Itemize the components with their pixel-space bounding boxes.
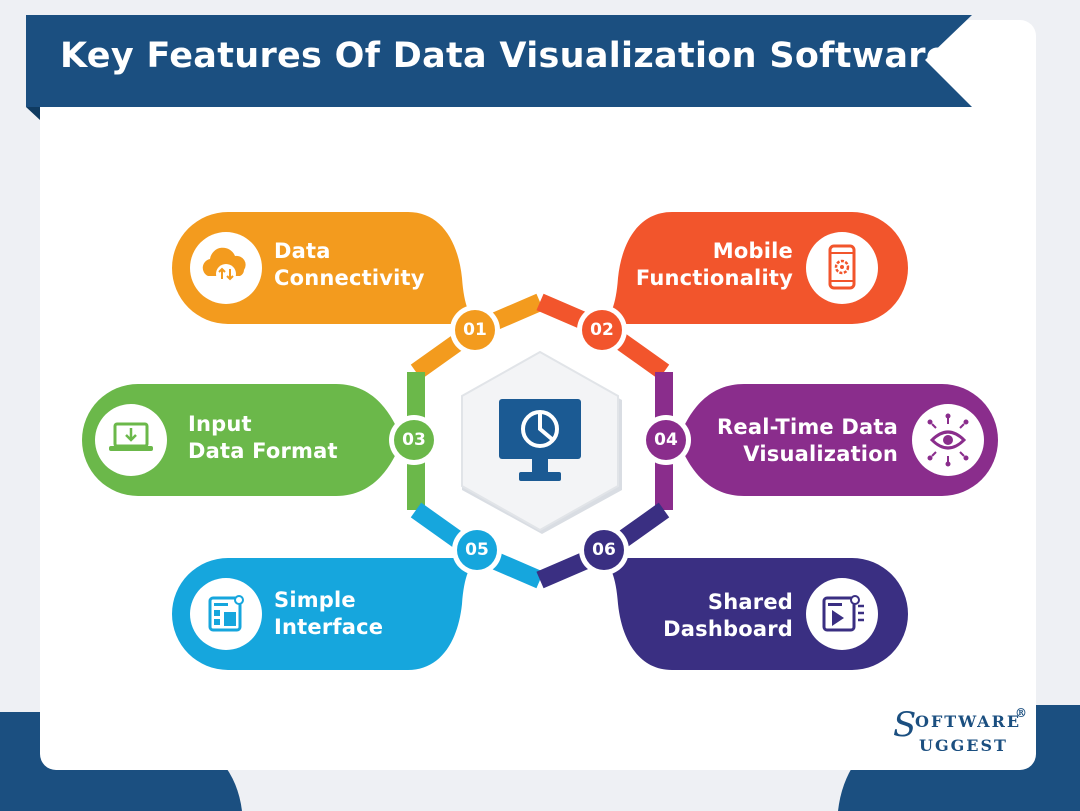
feature-label-line1: Data bbox=[274, 239, 331, 263]
badge-01 bbox=[450, 305, 500, 355]
badge-number-01: 01 bbox=[463, 320, 487, 340]
feature-label-line1: Shared bbox=[707, 590, 793, 614]
badge-06 bbox=[579, 525, 629, 575]
feature-label-line1: Input bbox=[188, 412, 252, 436]
logo-text-uggest: UGGEST bbox=[919, 736, 1008, 755]
logo-letter-s: S bbox=[893, 705, 917, 745]
feature-label-line2: Functionality bbox=[635, 266, 793, 290]
page-title: Key Features Of Data Visualization Softw… bbox=[60, 36, 950, 76]
feature-label-line2: Data Format bbox=[188, 439, 338, 463]
feature-label-line2: Interface bbox=[274, 615, 384, 639]
title-banner bbox=[26, 15, 972, 107]
logo-text-oftware: OFTWARE bbox=[915, 712, 1022, 731]
feature-label-real-time-data-visualization: Real-Time Data Visualization bbox=[717, 414, 898, 468]
feature-label-mobile-functionality: Mobile Functionality bbox=[636, 238, 793, 292]
feature-label-input-data-format: Input Data Format bbox=[188, 411, 338, 465]
cloud-sync-icon bbox=[190, 232, 262, 304]
monitor-pie-chart-icon bbox=[499, 399, 581, 481]
badge-number-02: 02 bbox=[590, 320, 614, 340]
feature-label-simple-interface: Simple Interface bbox=[274, 587, 383, 641]
mobile-settings-icon bbox=[806, 232, 878, 304]
video-dashboard-icon bbox=[806, 578, 878, 650]
feature-pill-04 bbox=[678, 384, 998, 496]
feature-pill-03 bbox=[82, 384, 402, 496]
badge-number-06: 06 bbox=[592, 540, 616, 560]
interface-layout-icon bbox=[190, 578, 262, 650]
feature-label-line2: Dashboard bbox=[663, 617, 793, 641]
badge-number-05: 05 bbox=[465, 540, 489, 560]
softwaresuggest-logo: S OFTWARE ® UGGEST bbox=[893, 705, 1033, 760]
feature-label-shared-dashboard: Shared Dashboard bbox=[663, 589, 793, 643]
badge-number-04: 04 bbox=[654, 430, 678, 450]
logo-registered-mark: ® bbox=[1015, 706, 1029, 720]
eye-network-icon bbox=[912, 404, 984, 476]
feature-label-line1: Mobile bbox=[712, 239, 793, 263]
badge-05 bbox=[452, 525, 502, 575]
badge-number-03: 03 bbox=[402, 430, 426, 450]
badge-04 bbox=[641, 415, 691, 465]
feature-label-line2: Visualization bbox=[743, 442, 898, 466]
feature-label-line2: Connectivity bbox=[274, 266, 425, 290]
title-banner-fold bbox=[26, 107, 40, 120]
badge-02 bbox=[577, 305, 627, 355]
feature-label-data-connectivity: Data Connectivity bbox=[274, 238, 425, 292]
feature-label-line1: Real-Time Data bbox=[717, 415, 898, 439]
feature-label-line1: Simple bbox=[274, 588, 356, 612]
laptop-download-icon bbox=[95, 404, 167, 476]
badge-03 bbox=[389, 415, 439, 465]
